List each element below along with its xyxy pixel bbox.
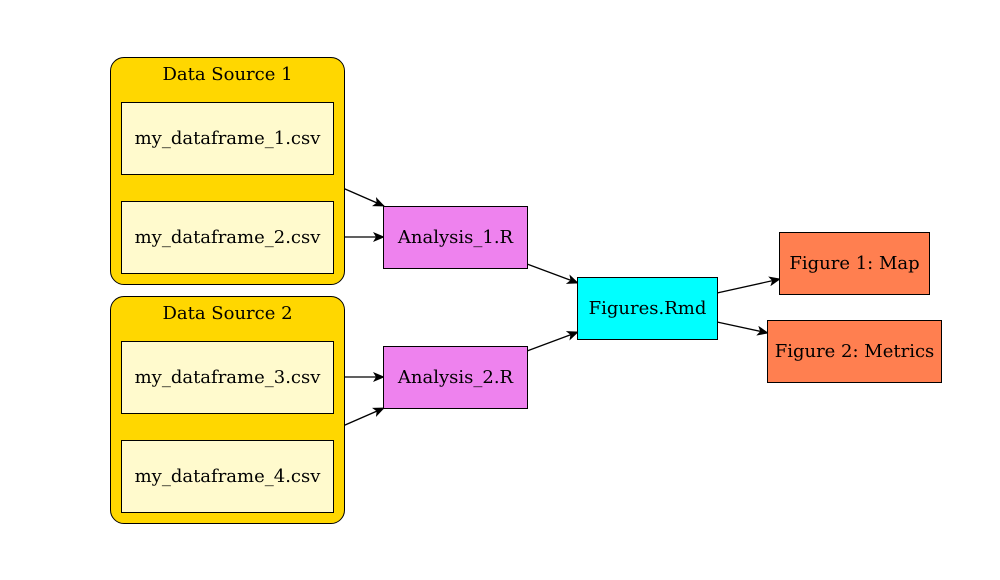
cluster-label-data-source-1: Data Source 1 [162,64,293,85]
node-analysis-2: Analysis_2.R [383,346,528,409]
node-figure-1-map: Figure 1: Map [779,232,930,295]
node-analysis-1: Analysis_1.R [383,206,528,269]
edge-fig-map [716,276,781,294]
edge-a1-fig [526,263,579,284]
edge-a2-fig [526,331,579,352]
node-my-dataframe-3: my_dataframe_3.csv [121,341,334,414]
node-my-dataframe-2: my_dataframe_2.csv [121,201,334,274]
node-my-dataframe-4: my_dataframe_4.csv [121,440,334,513]
cluster-label-data-source-2: Data Source 2 [162,303,293,324]
node-figures-rmd: Figures.Rmd [577,277,718,340]
node-my-dataframe-1: my_dataframe_1.csv [121,102,334,175]
node-figure-2-metrics: Figure 2: Metrics [767,320,942,383]
edge-fig-metrics [716,321,769,336]
